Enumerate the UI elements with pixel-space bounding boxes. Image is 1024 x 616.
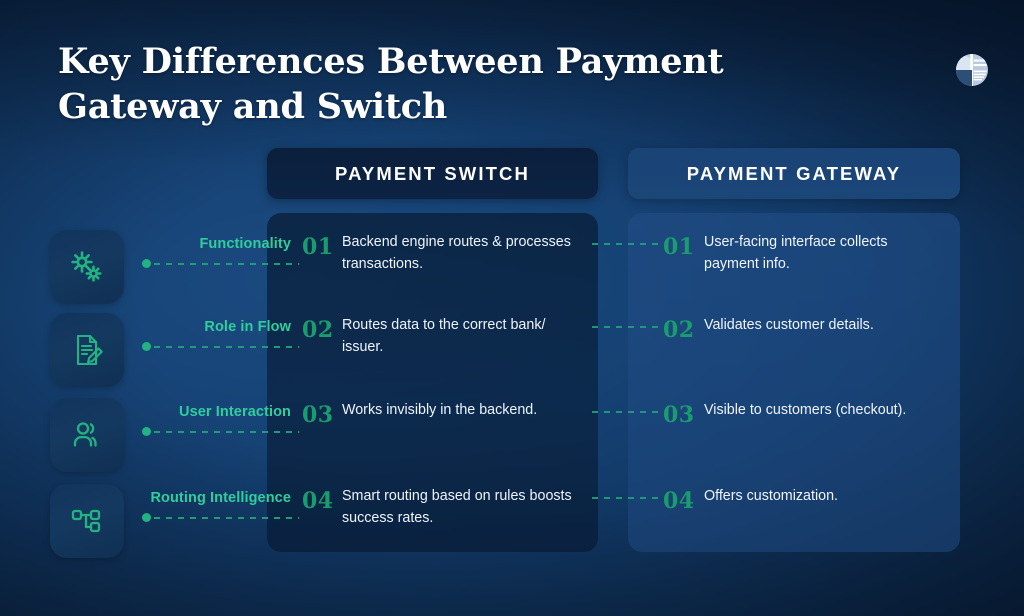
connector-dot bbox=[142, 342, 151, 351]
left-item-number: 04 bbox=[302, 488, 334, 514]
left-item-number: 01 bbox=[302, 234, 334, 260]
right-item-text: Validates customer details. bbox=[704, 317, 874, 333]
category-block: Routing Intelligence bbox=[134, 490, 299, 522]
category-connector bbox=[134, 341, 299, 351]
mid-connector-dash bbox=[592, 411, 660, 413]
mid-connector-dash bbox=[592, 326, 660, 328]
column-header-payment-gateway: PAYMENT GATEWAY bbox=[628, 148, 960, 199]
left-item-text: Works invisibly in the backend. bbox=[342, 402, 538, 418]
category-label: Functionality bbox=[199, 236, 291, 252]
column-header-label-right: PAYMENT GATEWAY bbox=[686, 162, 902, 184]
left-item-number: 02 bbox=[302, 317, 334, 343]
right-item-text: Visible to customers (checkout). bbox=[704, 402, 907, 418]
mid-connector-dash bbox=[592, 497, 660, 499]
panel-payment-switch bbox=[267, 213, 598, 552]
users-icon bbox=[68, 416, 106, 454]
left-item-text: Routes data to the correct bank/ issuer. bbox=[342, 317, 546, 355]
right-item-number: 01 bbox=[663, 234, 695, 260]
category-label: User Interaction bbox=[179, 404, 291, 420]
page-title: Key Differences Between Payment Gateway … bbox=[58, 41, 724, 127]
category-block: Functionality bbox=[134, 236, 299, 268]
category-label: Role in Flow bbox=[204, 319, 291, 335]
right-item-number: 02 bbox=[663, 317, 695, 343]
category-connector bbox=[134, 258, 299, 268]
column-header-payment-switch: PAYMENT SWITCH bbox=[267, 148, 598, 199]
left-item-text: Smart routing based on rules boosts succ… bbox=[342, 488, 572, 526]
connector-dot bbox=[142, 513, 151, 522]
category-connector bbox=[134, 426, 299, 436]
right-item-text: Offers customization. bbox=[704, 488, 839, 504]
connector-dash bbox=[154, 431, 299, 433]
panel-payment-gateway bbox=[628, 213, 960, 552]
document-pen-icon bbox=[68, 331, 106, 369]
column-header-label-left: PAYMENT SWITCH bbox=[335, 162, 530, 184]
category-label: Routing Intelligence bbox=[150, 490, 291, 506]
icon-tile bbox=[50, 484, 124, 558]
right-item-text: User-facing interface collects payment i… bbox=[704, 234, 888, 272]
comparison-row: Role in Flow 02 Routes data to the corre… bbox=[0, 311, 1024, 397]
connector-dot bbox=[142, 427, 151, 436]
connector-dash bbox=[154, 263, 299, 265]
comparison-row: User Interaction 03 Works invisibly in t… bbox=[0, 396, 1024, 482]
right-item-number: 03 bbox=[663, 402, 695, 428]
right-item-number: 04 bbox=[663, 488, 695, 514]
left-item-text: Backend engine routes & processes transa… bbox=[342, 234, 571, 272]
comparison-row: Functionality 01 Backend engine routes &… bbox=[0, 228, 1024, 314]
category-block: Role in Flow bbox=[134, 319, 299, 351]
connector-dot bbox=[142, 259, 151, 268]
icon-tile bbox=[50, 230, 124, 304]
network-nodes-icon bbox=[68, 502, 106, 540]
brand-logo-icon bbox=[950, 48, 994, 92]
comparison-row: Routing Intelligence 04 Smart routing ba… bbox=[0, 482, 1024, 568]
mid-connector-dash bbox=[592, 243, 660, 245]
category-connector bbox=[134, 512, 299, 522]
left-item-number: 03 bbox=[302, 402, 334, 428]
icon-tile bbox=[50, 313, 124, 387]
icon-tile bbox=[50, 398, 124, 472]
gears-icon bbox=[67, 247, 107, 287]
category-block: User Interaction bbox=[134, 404, 299, 436]
connector-dash bbox=[154, 346, 299, 348]
connector-dash bbox=[154, 517, 299, 519]
